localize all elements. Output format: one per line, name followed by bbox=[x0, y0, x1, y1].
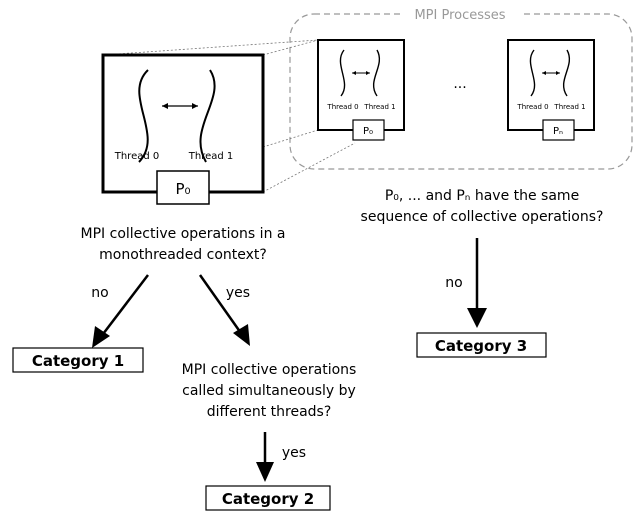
question-simultaneous-line2: called simultaneously by bbox=[182, 383, 356, 399]
category-1-label: Category 1 bbox=[32, 352, 124, 370]
category-3-label: Category 3 bbox=[435, 337, 527, 355]
question-monothreaded-line2: monothreaded context? bbox=[99, 247, 267, 263]
category-3-box bbox=[416, 332, 547, 358]
ellipsis: ... bbox=[453, 76, 466, 92]
thread-1-label: Thread 1 bbox=[363, 103, 395, 111]
zoom-lines bbox=[102, 39, 356, 193]
thread-0-label: Thread 0 bbox=[114, 151, 160, 162]
rank-label: Pₙ bbox=[553, 126, 563, 137]
thread-1-label: Thread 1 bbox=[553, 103, 585, 111]
mpi-processes-label: MPI Processes bbox=[414, 8, 505, 23]
thread-0-label: Thread 0 bbox=[516, 103, 548, 111]
arrow-yes-to-simultaneous bbox=[198, 274, 245, 337]
rank-label: P₀ bbox=[363, 126, 373, 137]
question-same-sequence-line2: sequence of collective operations? bbox=[361, 209, 604, 225]
thread-1-squiggle bbox=[199, 69, 216, 163]
thread-0-squiggle bbox=[138, 69, 149, 163]
process-p0-box: Thread 0 Thread 1 P₀ bbox=[317, 39, 405, 141]
edge-label-no-left: no bbox=[91, 285, 108, 301]
rank-label: P₀ bbox=[175, 180, 190, 198]
edge-label-no-right: no bbox=[445, 275, 462, 291]
question-same-sequence-line1: P₀, ... and Pₙ have the same bbox=[385, 188, 579, 204]
mpi-processes-container bbox=[289, 13, 633, 170]
question-monothreaded-line1: MPI collective operations in a bbox=[81, 226, 286, 242]
category-1-box bbox=[12, 347, 144, 373]
process-pn-box: Thread 0 Thread 1 Pₙ bbox=[507, 39, 595, 141]
thread-0-label: Thread 0 bbox=[326, 103, 358, 111]
thread-1-label: Thread 1 bbox=[188, 151, 234, 162]
question-simultaneous-line1: MPI collective operations bbox=[182, 362, 357, 378]
edge-label-yes-left: yes bbox=[226, 285, 250, 301]
arrow-no-to-category-1 bbox=[99, 274, 149, 339]
question-simultaneous-line3: different threads? bbox=[207, 404, 332, 420]
edge-label-yes-bottom: yes bbox=[282, 445, 306, 461]
rank-box bbox=[156, 170, 210, 205]
zoom-process-box: Thread 0 Thread 1 P₀ bbox=[101, 53, 265, 205]
category-2-label: Category 2 bbox=[222, 490, 314, 508]
category-2-box bbox=[205, 485, 331, 511]
